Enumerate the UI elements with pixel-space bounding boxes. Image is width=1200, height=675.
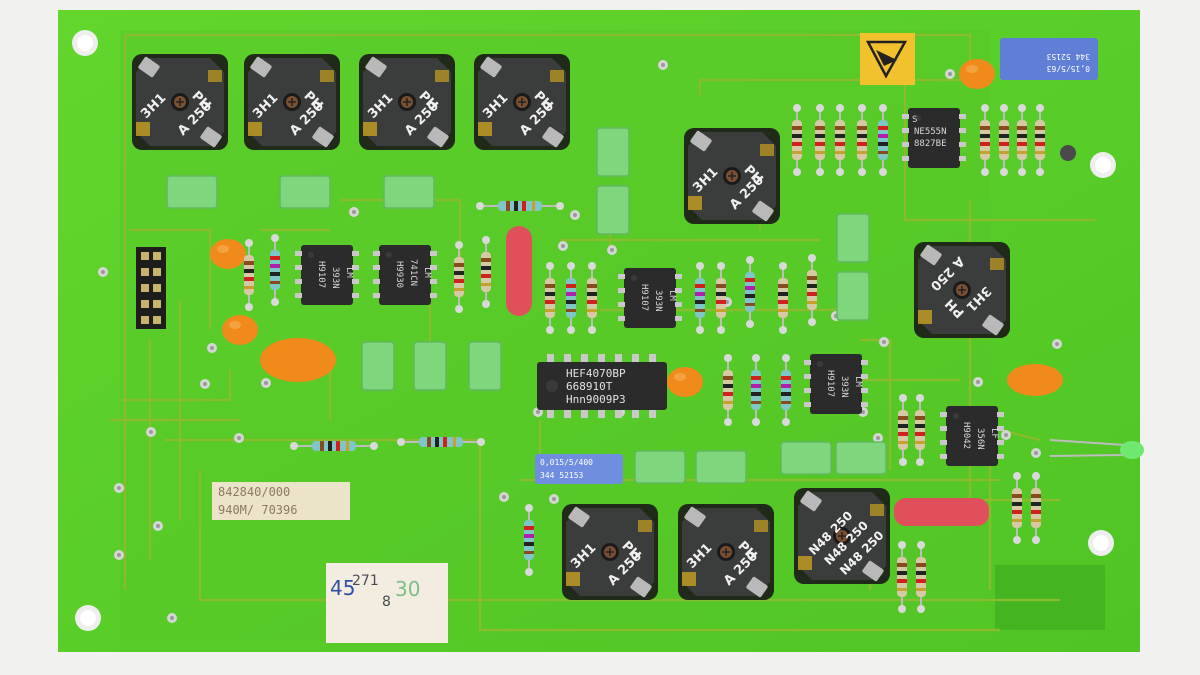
esd-warning-label [860, 33, 915, 85]
svg-text:LM: LM [853, 376, 863, 387]
svg-text:8: 8 [382, 594, 391, 610]
svg-text:H9107: H9107 [825, 370, 835, 397]
svg-text:8827BE: 8827BE [914, 139, 947, 149]
chip-u4: LM 393N H9107 [804, 354, 868, 414]
svg-text:45: 45 [330, 576, 355, 600]
mounting-holes [72, 30, 1116, 631]
inductor-9-n48: N48 250 N48 250 N48 250 [793, 487, 891, 585]
svg-text:LM: LM [344, 267, 354, 278]
svg-text:0,15/5/63: 0,15/5/63 [1046, 64, 1090, 73]
svg-text:741CN: 741CN [408, 259, 418, 286]
blue-capacitor-bottom: 0,015/5/400 344 52153 [535, 454, 623, 484]
board-serial-label: 842840/000 940M/ 70396 [212, 482, 350, 520]
svg-text:356N: 356N [975, 428, 985, 450]
inductor-1: 3H1 PH A 250 [131, 53, 229, 151]
handwritten-sticker: 271 45 8 30 [326, 563, 448, 643]
inductor-7: 3H1 PH A 250 [561, 503, 659, 601]
led [1049, 439, 1144, 459]
svg-text:393N: 393N [653, 290, 663, 312]
svg-text:S: S [912, 115, 917, 125]
svg-text:LM: LM [422, 267, 432, 278]
svg-text:HEF4070BP: HEF4070BP [566, 367, 626, 380]
blue-capacitor-top: 0,15/5/63 344 52153 [1000, 38, 1098, 80]
svg-text:393N: 393N [330, 267, 340, 289]
svg-text:H9930: H9930 [394, 261, 404, 288]
svg-text:842840/000: 842840/000 [218, 485, 290, 499]
chip-u6: S NE555N 8827BE [902, 108, 966, 168]
svg-text:940M/ 70396: 940M/ 70396 [218, 503, 297, 517]
chip-hef4070bp: HEF4070BP 668910T Hnn9009P3 [537, 354, 667, 418]
inductor-2: 3H1 PH A 250 [243, 53, 341, 151]
svg-text:0,015/5/400: 0,015/5/400 [540, 458, 593, 467]
chip-u5: LF 356N H9042 [940, 406, 1004, 466]
inductor-4: 3H1 PH A 250 [473, 53, 571, 151]
inductor-6: 3H1 PH A 250 [913, 241, 1011, 339]
svg-text:LF: LF [989, 428, 999, 439]
svg-text:668910T: 668910T [566, 380, 613, 393]
chip-u1: LM 393N H9107 [295, 245, 359, 305]
svg-text:H9107: H9107 [639, 284, 649, 311]
tantalum-capacitors [210, 59, 1076, 397]
inductor-5: 3H1 PH A 250 [683, 127, 781, 225]
pin-header [136, 247, 166, 329]
chip-u2: LM 741CN H9930 [373, 245, 437, 305]
chip-u3: LM 393N H9107 [618, 268, 682, 328]
red-capacitors [506, 226, 989, 526]
inductor-8: 3H1 PH A 250 [677, 503, 775, 601]
svg-text:344 52153: 344 52153 [1046, 52, 1090, 61]
svg-text:Hnn9009P3: Hnn9009P3 [566, 393, 626, 406]
svg-text:H9107: H9107 [316, 261, 326, 288]
inductor-3: 3H1 PH A 250 [358, 53, 456, 151]
svg-text:LM: LM [667, 290, 677, 301]
svg-text:344 52153: 344 52153 [540, 471, 584, 480]
svg-text:NE555N: NE555N [914, 127, 947, 137]
large-tantalum-capacitor [260, 338, 336, 382]
svg-text:30: 30 [395, 577, 420, 601]
svg-text:271: 271 [352, 573, 379, 589]
svg-text:H9042: H9042 [961, 422, 971, 449]
svg-text:393N: 393N [839, 376, 849, 398]
